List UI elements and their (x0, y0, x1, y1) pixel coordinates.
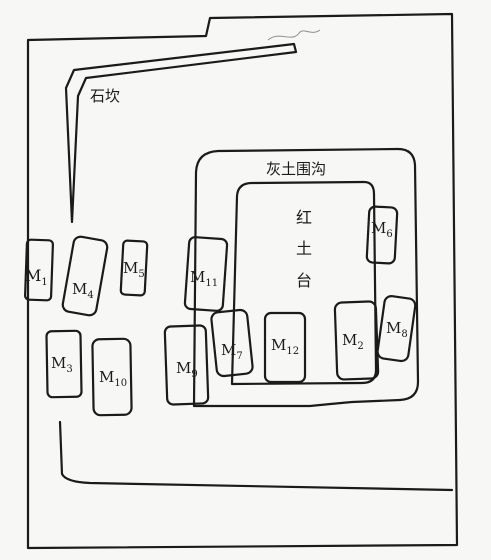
grave-m6-label: M6 (371, 219, 393, 240)
red-platform-label-3: 台 (296, 271, 312, 290)
grave-m10-label: M10 (99, 368, 127, 389)
grave-m5-label: M5 (123, 259, 145, 280)
grave-m10 (91, 337, 133, 417)
grave-m6-letter: M (371, 219, 386, 237)
ash-trench-outer (192, 147, 420, 408)
grave-m4-letter: M (72, 280, 87, 298)
grave-m2-letter: M (342, 331, 357, 349)
grave-m12 (263, 311, 307, 384)
grave-m8-number: 8 (401, 329, 407, 340)
grave-m3 (45, 329, 83, 399)
grave-m8-letter: M (386, 319, 401, 337)
grave-m12-number: 12 (286, 346, 299, 357)
grave-m3-label: M3 (51, 354, 73, 375)
red-platform-label-1: 红 (296, 208, 312, 227)
grave-m1-label: M1 (25, 266, 48, 288)
grave-m10-letter: M (99, 368, 114, 386)
grave-m3-letter: M (51, 354, 66, 372)
grave-m8-label: M8 (386, 319, 408, 340)
grave-m7-label: M7 (221, 341, 243, 362)
stone-ridge-outline (64, 42, 298, 224)
grave-m7-number: 7 (236, 351, 242, 362)
grave-m9-label: M9 (176, 359, 198, 380)
grave-m2 (333, 300, 380, 381)
grave-m9-number: 9 (191, 369, 197, 380)
red-platform-outline (230, 180, 378, 386)
grave-m7 (210, 308, 254, 378)
stone-ridge-label: 石坎 (90, 87, 120, 105)
grave-m4 (61, 235, 109, 317)
grave-m11-label: M11 (190, 268, 218, 289)
grave-m4-number: 4 (87, 290, 93, 301)
grave-m11-number: 11 (205, 278, 218, 289)
grave-m1-letter: M (25, 266, 41, 285)
ash-trench-label: 灰土围沟 (266, 160, 326, 178)
grave-m3-number: 3 (66, 364, 72, 375)
grave-m6-number: 6 (386, 229, 392, 240)
grave-m5-letter: M (123, 259, 138, 277)
grave-m2-label: M2 (342, 331, 364, 352)
red-platform-label-2: 土 (296, 239, 312, 258)
grave-m1-number: 1 (41, 277, 47, 288)
grave-m9 (163, 324, 210, 406)
lower-ridge-line (58, 420, 454, 492)
pencil-scribble (267, 29, 321, 41)
grave-m6 (365, 205, 399, 265)
grave-m12-label: M12 (271, 336, 299, 357)
grave-m7-letter: M (221, 341, 236, 359)
grave-m9-letter: M (176, 359, 191, 377)
grave-m5 (119, 239, 149, 297)
grave-m8 (376, 295, 417, 363)
grave-m2-number: 2 (357, 341, 363, 352)
grave-m5-number: 5 (138, 269, 144, 280)
site-boundary (26, 12, 459, 550)
grave-m12-letter: M (271, 336, 286, 354)
grave-m11-letter: M (190, 268, 205, 286)
grave-m4-label: M4 (72, 280, 94, 301)
grave-m10-number: 10 (114, 378, 127, 389)
grave-m11 (183, 236, 229, 312)
grave-m1 (23, 238, 55, 302)
